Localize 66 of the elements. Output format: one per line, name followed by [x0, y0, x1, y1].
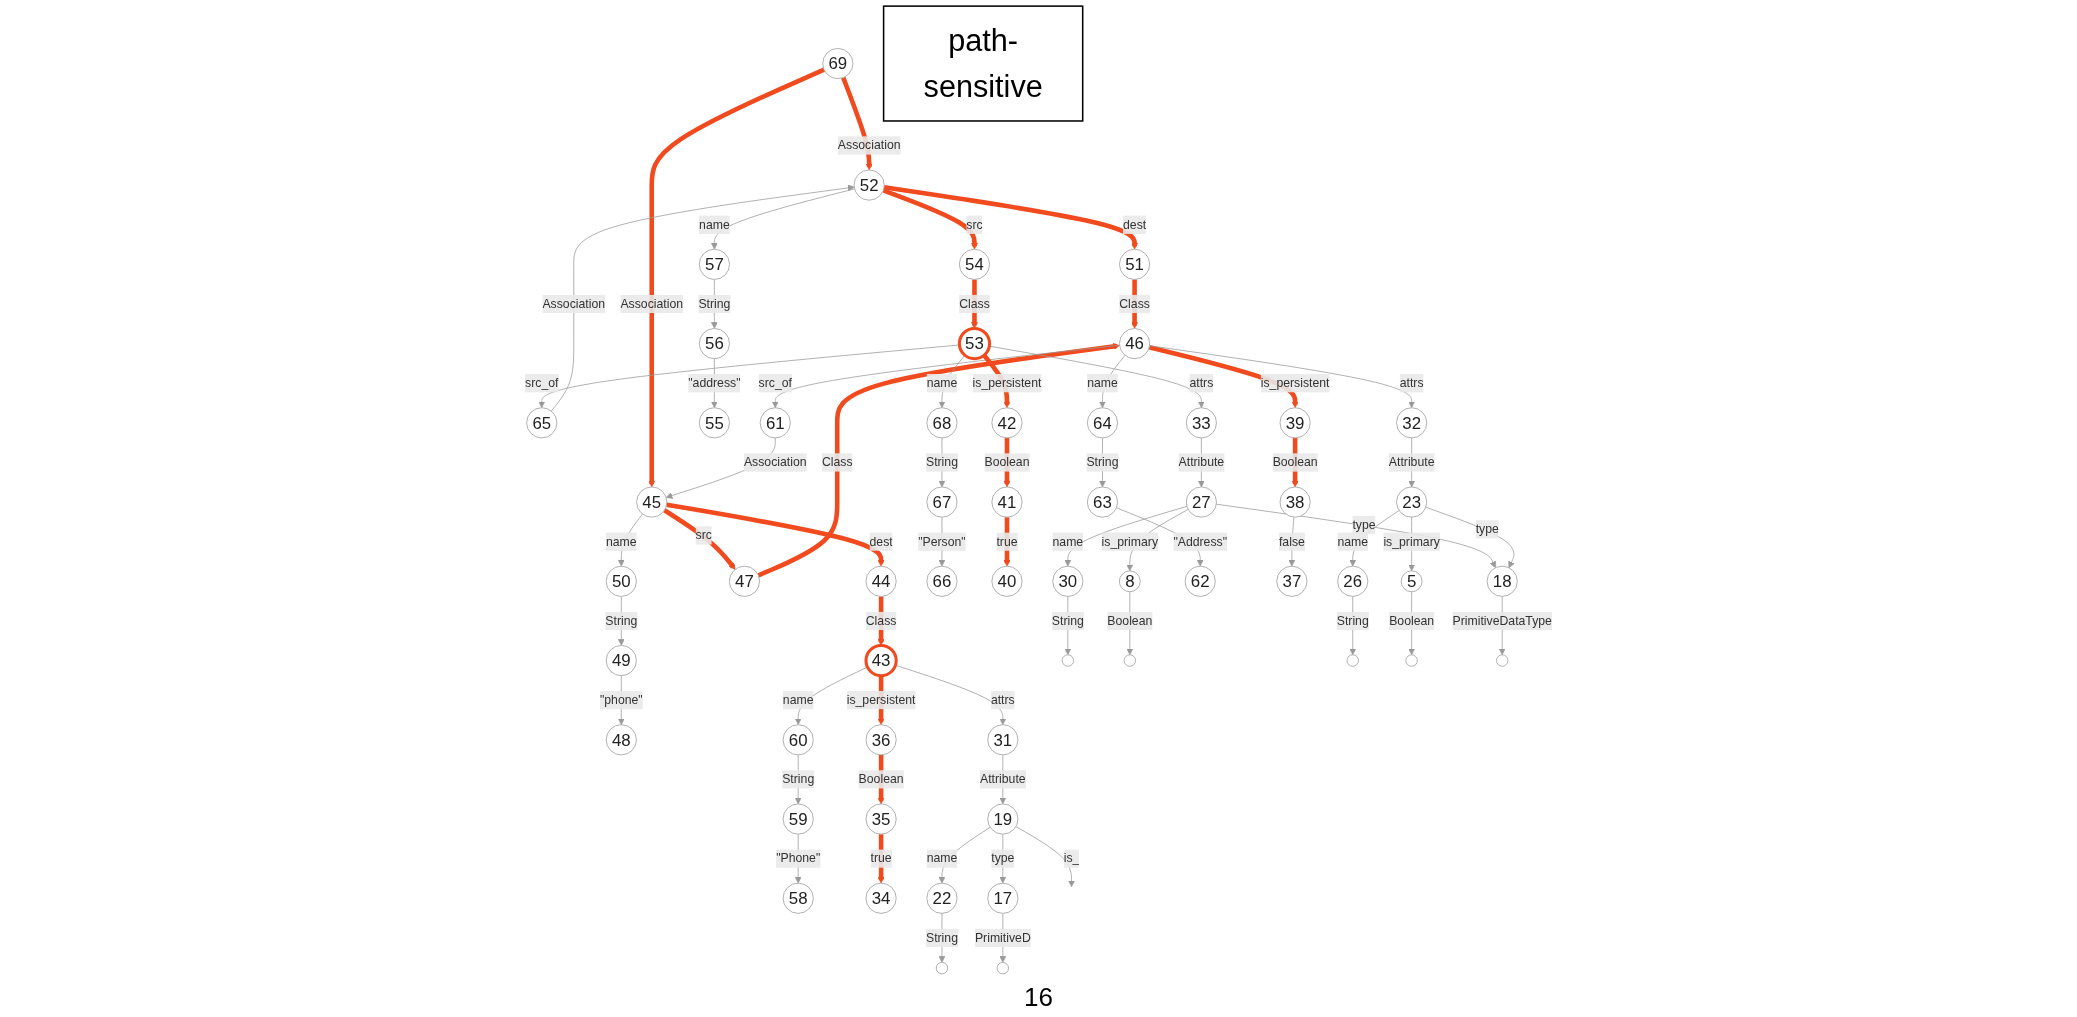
- arrow: [648, 67, 825, 488]
- node-circle: 35: [865, 803, 897, 835]
- node-circle: 8: [1119, 570, 1141, 593]
- arrow: [877, 834, 885, 884]
- node-circle: 39: [1279, 407, 1311, 439]
- node-circle: 31: [987, 724, 1019, 756]
- node-circle: 36: [865, 724, 897, 756]
- node-circle: 42: [991, 407, 1023, 439]
- node-circle: 5: [1400, 570, 1423, 593]
- node-circle: 41: [991, 486, 1023, 518]
- arrow: [663, 508, 736, 570]
- node-circle: 53: [957, 326, 992, 361]
- node-circle: 65: [526, 407, 558, 439]
- node-circle: 23: [1396, 486, 1428, 518]
- node-circle: 48: [605, 724, 637, 756]
- title-box: path-sensitive: [882, 5, 1084, 122]
- node-circle: 49: [605, 645, 637, 677]
- node-circle: 47: [728, 565, 760, 597]
- node-circle: 59: [782, 803, 814, 835]
- node-circle: 58: [782, 882, 814, 914]
- arrow: [1003, 517, 1011, 567]
- page-number: 16: [1024, 982, 1053, 1013]
- arrow: [666, 502, 885, 567]
- node-circle: 43: [864, 643, 898, 678]
- node-circle: 18: [1486, 565, 1518, 597]
- node-circle: 69: [822, 48, 854, 80]
- node-circle: 46: [1119, 328, 1151, 360]
- node-circle: [1405, 654, 1418, 667]
- node-circle: 51: [1119, 248, 1151, 280]
- node-circle: 61: [759, 407, 791, 439]
- node-circle: 63: [1086, 486, 1118, 518]
- node-circle: [1496, 654, 1509, 667]
- node-circle: 27: [1185, 486, 1217, 518]
- node-circle: 17: [987, 882, 1019, 914]
- node-circle: 68: [926, 407, 958, 439]
- node-circle: 50: [605, 565, 637, 597]
- node-circle: 62: [1184, 565, 1216, 597]
- node-circle: 66: [926, 565, 958, 597]
- node-circle: 45: [636, 486, 668, 518]
- node-circle: 34: [865, 882, 897, 914]
- node-circle: 38: [1279, 486, 1311, 518]
- node-circle: 33: [1185, 407, 1217, 439]
- node-circle: 22: [926, 882, 958, 914]
- node-circle: [935, 962, 949, 975]
- node-circle: 60: [782, 724, 814, 756]
- node-circle: [996, 962, 1009, 975]
- node-circle: [1061, 654, 1074, 667]
- arrow: [757, 343, 1120, 578]
- node-circle: 44: [865, 565, 897, 597]
- node-circle: 55: [698, 407, 730, 439]
- arrow: [883, 185, 1138, 250]
- node-circle: [1123, 654, 1136, 667]
- node-circle: 37: [1276, 565, 1308, 597]
- node-circle: 67: [926, 486, 958, 518]
- node-circle: 57: [698, 248, 730, 280]
- node-circle: 19: [987, 803, 1019, 835]
- node-circle: 26: [1337, 565, 1369, 597]
- node-circle: 32: [1396, 407, 1428, 439]
- node-circle: 56: [698, 328, 730, 360]
- arrow: [882, 188, 978, 250]
- node-circle: 64: [1086, 407, 1118, 439]
- node-circle: 40: [991, 565, 1023, 597]
- node-circle: 54: [958, 248, 990, 280]
- node-circle: [1346, 654, 1359, 667]
- node-circle: 30: [1052, 565, 1084, 597]
- node-circle: 52: [853, 169, 885, 201]
